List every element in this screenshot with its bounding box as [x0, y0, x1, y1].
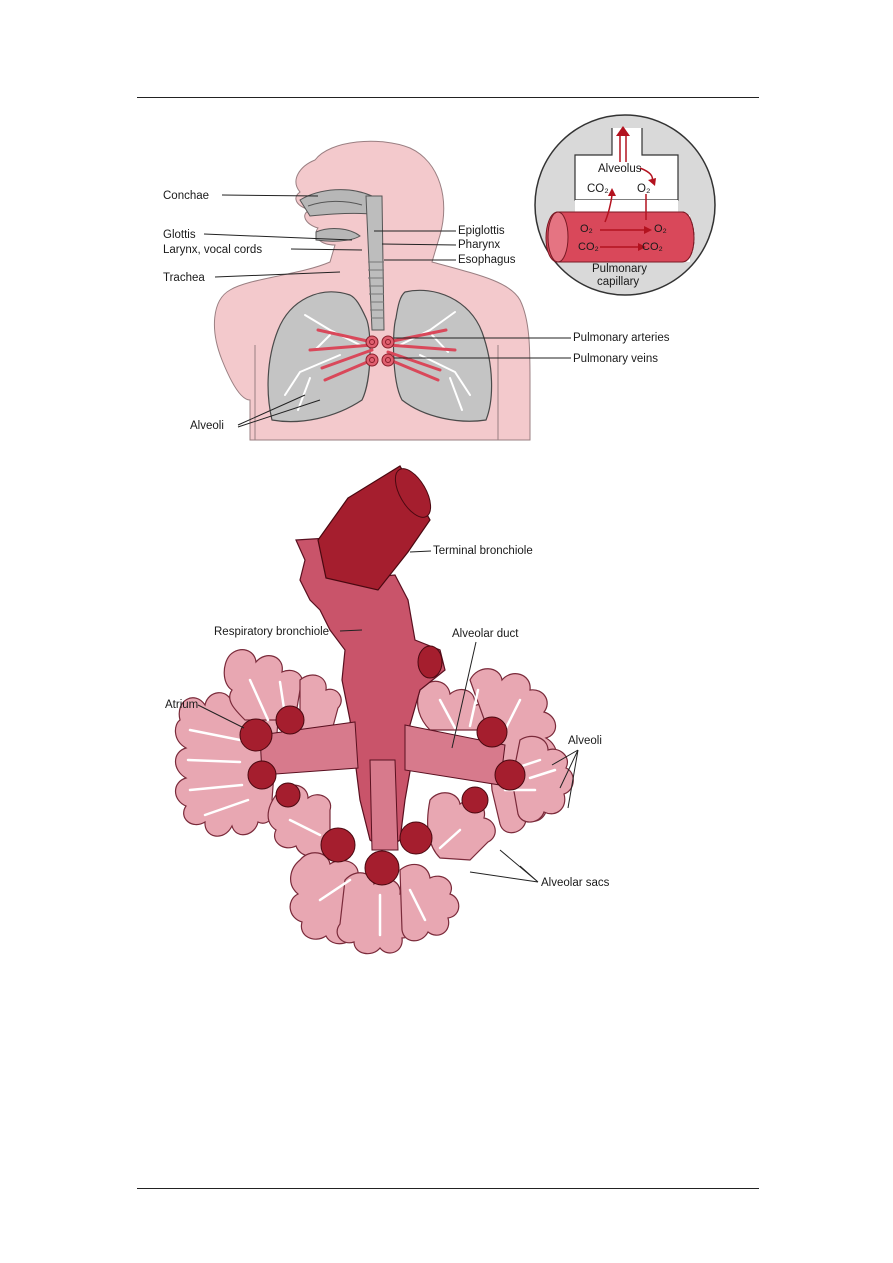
- inset-co2-left: CO₂: [578, 241, 599, 253]
- inset-capillary-line2: capillary: [597, 276, 639, 288]
- trachea: [365, 195, 385, 331]
- atria: [239, 705, 526, 886]
- label-esophagus: Esophagus: [458, 254, 516, 266]
- label-alveoli-top: Alveoli: [190, 420, 224, 432]
- label-terminal-bronchiole: Terminal bronchiole: [433, 545, 533, 557]
- label-trachea: Trachea: [163, 272, 205, 284]
- alveoli-diagram: [174, 465, 574, 955]
- left-lung: [267, 291, 371, 423]
- torso-diagram: [213, 140, 531, 441]
- label-alveolar-sacs: Alveolar sacs: [541, 877, 610, 889]
- alveolar-sac-clusters: [174, 649, 574, 955]
- header-rule: [137, 97, 759, 98]
- inset-capillary-line1: Pulmonary: [592, 263, 647, 275]
- label-epiglottis: Epiglottis: [458, 225, 505, 237]
- label-pharynx: Pharynx: [458, 239, 500, 251]
- label-alveoli-bottom: Alveoli: [568, 735, 602, 747]
- gas-exchange-inset: Alveolus CO₂ O₂ O₂ O₂ CO₂ CO₂ Pulmonary …: [534, 114, 716, 296]
- inset-alveolus-label: Alveolus: [598, 163, 642, 175]
- footer-rule: [137, 1188, 759, 1189]
- label-glottis: Glottis: [163, 229, 196, 241]
- inset-o2-top: O₂: [637, 183, 650, 195]
- inset-o2-left: O₂: [580, 223, 593, 235]
- inset-co2-top: CO₂: [587, 183, 609, 195]
- right-lung: [392, 289, 493, 422]
- label-atrium: Atrium: [165, 699, 198, 711]
- inset-co2-right: CO₂: [642, 241, 663, 253]
- label-larynx: Larynx, vocal cords: [163, 244, 262, 256]
- top-labels: Conchae Glottis Larynx, vocal cords Trac…: [163, 190, 670, 432]
- label-pulmonary-arteries: Pulmonary arteries: [573, 332, 670, 344]
- label-alveolar-duct: Alveolar duct: [452, 628, 519, 640]
- inset-o2-right: O₂: [654, 223, 667, 235]
- bottom-labels: Terminal bronchiole Respiratory bronchio…: [165, 545, 610, 889]
- label-conchae: Conchae: [163, 190, 209, 202]
- label-pulmonary-veins: Pulmonary veins: [573, 353, 658, 365]
- label-respiratory-bronchiole: Respiratory bronchiole: [214, 626, 329, 638]
